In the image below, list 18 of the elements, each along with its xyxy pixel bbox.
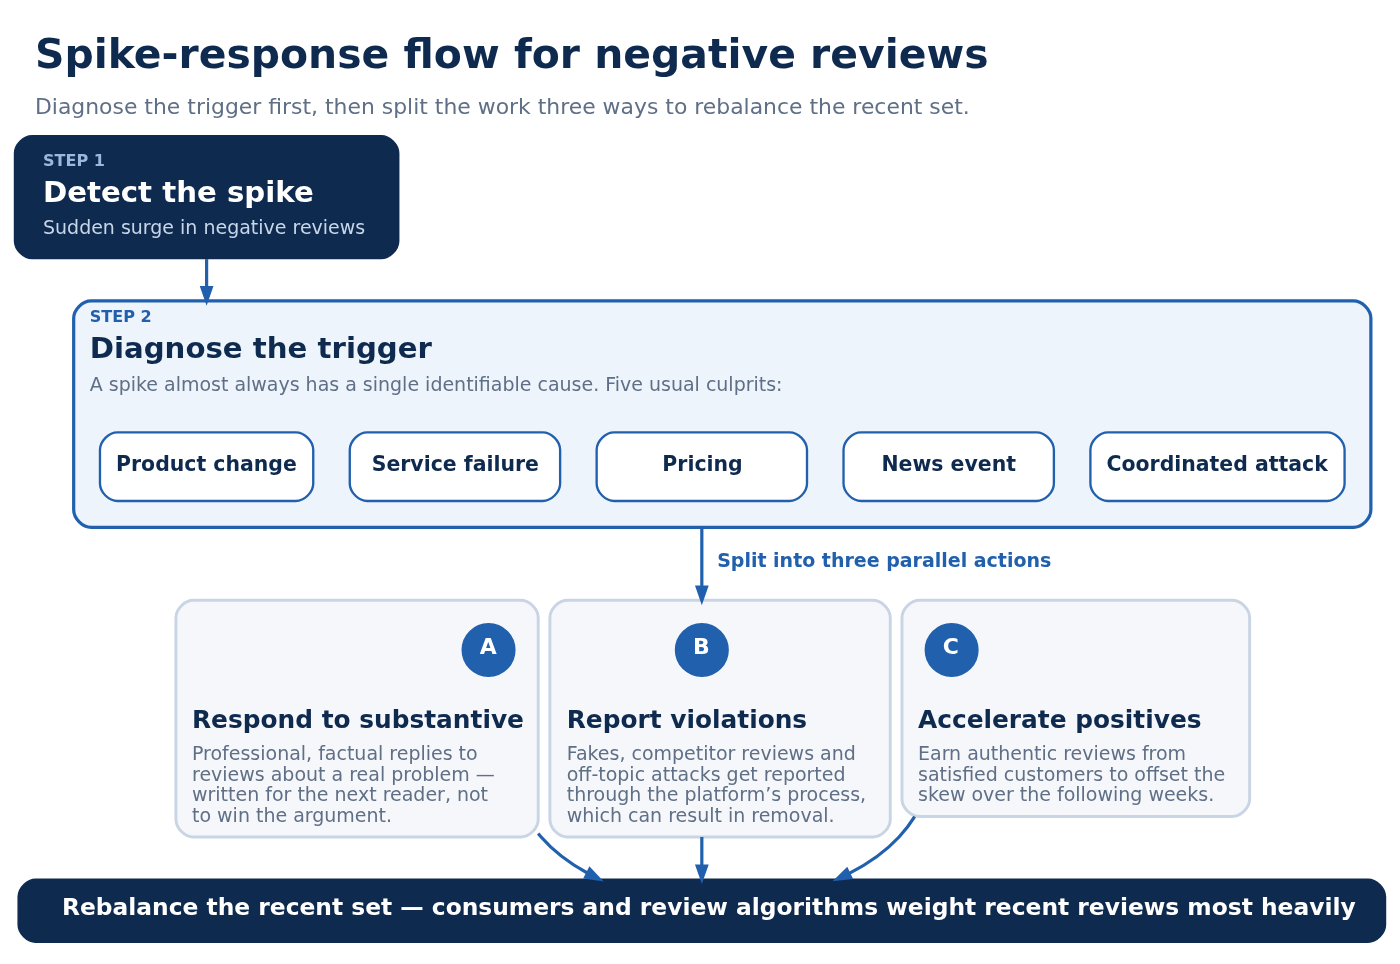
arrow [536,832,604,882]
node-circle: C [924,622,979,677]
arrow [694,527,709,606]
node-box: News event [842,431,1056,503]
node-box: Pricing [595,431,809,503]
caption: Diagnose the trigger first, then split the work three ways to rebalance the recent set. [34,93,970,119]
arrow [832,815,916,882]
arrow [694,837,709,885]
node-circle: B [674,622,729,677]
node-box: Coordinated attack [1089,431,1346,503]
node-circle: A [461,622,516,677]
node-box: Rebalance the recent set — consumers and review algorithms weight recent reviews most heavily [17,878,1387,943]
edge-label: Split into three parallel actions [717,549,1052,572]
arrow [199,259,214,306]
node-box: Product change [98,431,315,503]
diagram-title: Spike-response flow for negative reviews [34,29,989,78]
node-box: Service failure [348,431,562,503]
node-box: STEP 1 Detect the spike Sudden surge in negative reviews [13,135,400,260]
